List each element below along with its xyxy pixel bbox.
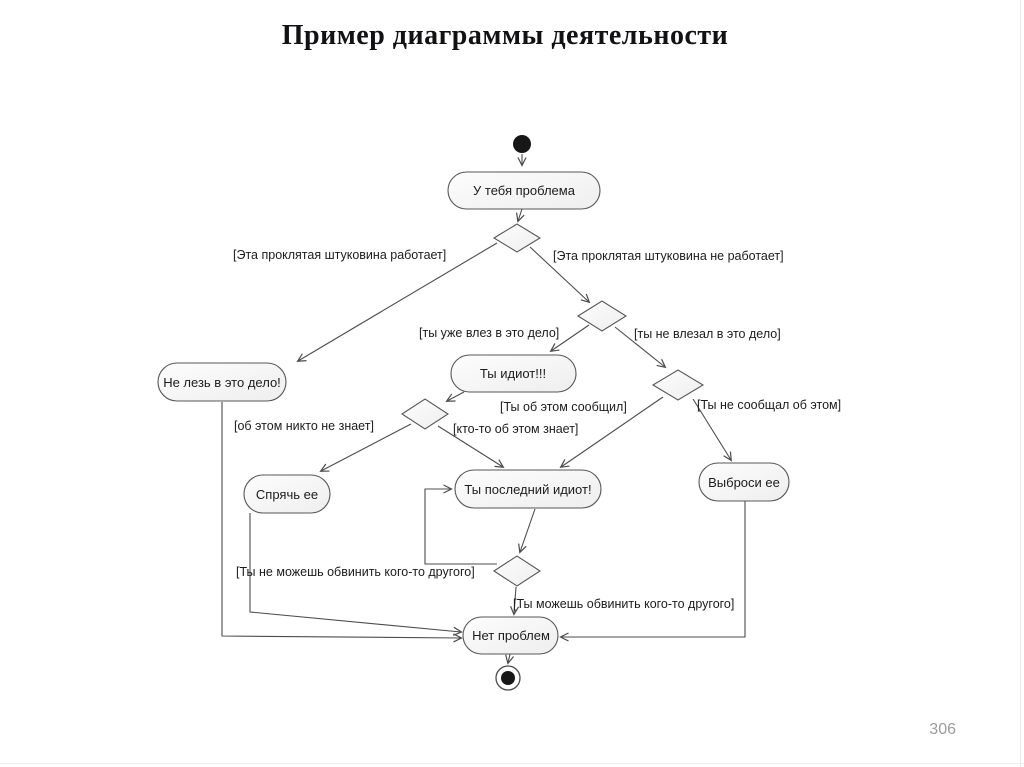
initial-node	[513, 135, 531, 153]
edge-idiot-to-decision4	[445, 391, 465, 402]
edge-decision4-to-last-idiot	[437, 425, 505, 468]
edges	[221, 154, 746, 665]
edge-hide-it-to-no-problem	[249, 513, 463, 636]
edge-decision5-to-no-problem	[510, 586, 520, 616]
page-number: 306	[929, 721, 956, 738]
edge-dont-meddle-to-no-problem	[221, 402, 463, 643]
action-last-idiot-label: Ты последний идиот!	[464, 482, 591, 497]
action-idiot	[450, 354, 577, 393]
action-idiot-label: Ты идиот!!!	[480, 366, 546, 381]
action-no-problem-label: Нет проблем	[472, 628, 550, 643]
action-no-problem	[462, 616, 559, 655]
edge-last-idiot-to-decision5	[518, 508, 536, 554]
action-dont-meddle-label: Не лезь в это дело!	[163, 375, 281, 390]
guard-not-works: [Эта проклятая штуковина не работает]	[553, 249, 784, 263]
guard-can-blame: [Ты можешь обвинить кого-то другого]	[513, 597, 734, 611]
edge-decision5-loop-to-last-idiot	[424, 484, 497, 565]
action-throw-away	[698, 462, 790, 502]
guard-works: [Эта проклятая штуковина работает]	[233, 248, 446, 262]
slide-border-right	[1020, 0, 1021, 767]
guard-nobody-knows: [об этом никто не знает]	[234, 419, 374, 433]
final-node	[495, 665, 521, 691]
guard-cannot-blame: [Ты не можешь обвинить кого-то другого]	[236, 565, 475, 579]
edge-decision2-to-idiot	[549, 324, 590, 353]
action-problem	[447, 171, 601, 210]
guard-already-involved: [ты уже влез в это дело]	[419, 326, 559, 340]
guard-somebody-knows: [кто-то об этом знает]	[453, 422, 578, 436]
edge-decision3-to-last-idiot	[559, 396, 664, 469]
action-last-idiot	[454, 469, 602, 509]
decision-2	[576, 300, 628, 332]
action-throw-away-label: Выброси ее	[708, 475, 780, 490]
decision-1	[492, 223, 542, 253]
decision-5	[492, 555, 542, 587]
edge-decision1-to-decision2	[529, 246, 591, 304]
action-dont-meddle	[157, 362, 287, 402]
decision-4	[400, 398, 450, 430]
edge-problem-to-decision1	[515, 208, 525, 223]
slide-border-bottom	[0, 763, 1024, 764]
action-hide-it	[243, 474, 331, 514]
edge-decision3-to-throw-away	[692, 398, 732, 462]
guard-not-reported: [Ты не сообщал об этом]	[697, 398, 841, 412]
edge-decision2-to-decision3	[614, 326, 667, 369]
guard-not-involved: [ты не влезал в это дело]	[634, 327, 781, 341]
guard-reported: [Ты об этом сообщил]	[500, 400, 627, 414]
edge-decision1-to-dont-meddle	[296, 242, 498, 362]
edge-no-problem-to-final	[505, 653, 514, 665]
action-hide-it-label: Спрячь ее	[256, 487, 318, 502]
slide-title: Пример диаграммы деятельности	[281, 20, 729, 51]
edge-throw-away-to-no-problem	[559, 501, 746, 642]
decision-3	[651, 369, 705, 401]
edge-decision4-to-hide-it	[319, 423, 412, 472]
guard-labels: [Эта проклятая штуковина работает] [Эта …	[233, 248, 841, 611]
nodes: У тебя проблема Не лезь в это дело! Ты и…	[157, 135, 790, 691]
action-problem-label: У тебя проблема	[473, 183, 576, 198]
